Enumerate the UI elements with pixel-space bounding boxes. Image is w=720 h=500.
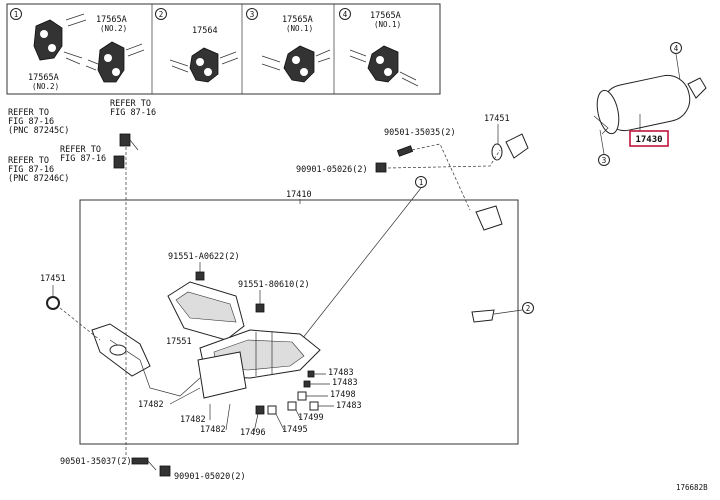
exhaust-manifold-flange [91,323,201,397]
inset-panel-3: 3 17565A (NO.1) [246,8,331,83]
refer-1-line3: (PNC 87245C) [8,126,69,136]
p17482b-label[interactable]: 17482 [180,415,206,425]
refer-3-line2: FIG 87-16 [60,154,106,164]
nut-bottom [159,465,171,477]
callout-2-circle [522,302,534,314]
inset-panel-2: 17565A (NO.2) 2 17564 [85,8,239,83]
oxygen-sensor-upper [69,123,139,151]
panel-3-number-circle [246,8,258,20]
refer-4-line1: REFER TO [8,156,49,166]
refer-2-line1: REFER TO [110,99,151,109]
bolt-a [195,271,205,281]
oxygen-sensor-lower [79,155,125,177]
nut-bottom-label[interactable]: 90901-05020(2) [174,472,246,482]
hanger-rubber-icon [97,41,125,83]
bolt-bottom [131,457,149,465]
refer-2-line2: FIG 87-16 [110,108,156,118]
panel-3-part-label: 17565A [282,15,313,25]
gasket-top-label[interactable]: 17451 [484,114,510,124]
gasket-left [46,296,60,310]
panel-4-part-label: 17565A [370,11,401,21]
heat-shield-upper [167,281,245,341]
p17482a-label[interactable]: 17482 [138,400,164,410]
bolt-b [255,303,265,313]
nut-top-label[interactable]: 90901-05026(2) [296,165,368,175]
inset-panel-1: 1 17565A (NO.2) [10,8,87,91]
callout-1-circle [415,176,427,188]
panel-2-part-a-sub: (NO.2) [100,24,127,33]
hanger-rubber-icon [283,45,315,83]
panel-4-number: 4 [343,10,348,19]
p17482c-label[interactable]: 17482 [200,425,226,435]
p17496-label[interactable]: 17496 [240,428,266,438]
refer-note-2[interactable]: REFER TO FIG 87-16 [110,99,156,118]
callout-1: 1 [419,178,424,187]
panel-1-part-label: 17565A [28,73,59,83]
p17483c-label[interactable]: 17483 [336,401,362,411]
hanger-rubber-icon [189,47,219,83]
nut-top [375,162,387,173]
callout-3-circle [598,154,610,166]
refer-3-line1: REFER TO [60,145,101,155]
tail-pipe-muffler [518,74,707,136]
heat-shield-lower [197,351,247,399]
bolt-a-label[interactable]: 91551-A0622(2) [168,252,240,262]
muffler-label-box[interactable]: 17430 [629,130,669,147]
hanger-rubber-icon [367,45,399,83]
callout-2: 2 [526,304,531,313]
assembly-outline [79,199,519,445]
exhaust-pipe-main [299,205,503,345]
refer-1-line2: FIG 87-16 [8,117,54,127]
panel-4-number-circle [339,8,351,20]
panel-1-number-circle [10,8,22,20]
panel-2-part-b-label: 17564 [192,26,218,36]
refer-1-line1: REFER TO [8,108,49,118]
refer-note-3[interactable]: REFER TO FIG 87-16 [60,145,106,164]
inset-panel-4: 4 17565A (NO.1) [339,8,419,87]
refer-4-line3: (PNC 87246C) [8,174,69,184]
p17483a-label[interactable]: 17483 [328,368,354,378]
gasket-left-label[interactable]: 17451 [40,274,66,284]
panel-2-number-circle [155,8,167,20]
converter-label[interactable]: 17551 [166,337,192,347]
panel-2-number: 2 [159,10,164,19]
p17498-label[interactable]: 17498 [330,390,356,400]
p17499-label[interactable]: 17499 [298,413,324,423]
panel-2-part-a-label: 17565A [96,15,127,25]
bolt-bottom-label[interactable]: 90501-35037(2) [60,457,132,467]
clamp-cluster [255,370,319,415]
figure-id: 176682B [676,483,708,492]
panel-1-number: 1 [14,10,19,19]
p17495-label[interactable]: 17495 [282,425,308,435]
panel-1-part-sub: (NO.2) [32,82,59,91]
flange-top [491,133,529,161]
callout-4-circle [670,42,682,54]
callout-3: 3 [602,156,607,165]
bolt-top [396,145,414,157]
hanger-rubber-icon [33,19,63,61]
bolt-top-label[interactable]: 90501-35035(2) [384,128,456,138]
assembly-label[interactable]: 17410 [286,190,312,200]
bolt-b-label[interactable]: 91551-80610(2) [238,280,310,290]
refer-note-4[interactable]: REFER TO FIG 87-16 (PNC 87246C) [8,156,69,184]
panel-3-number: 3 [250,10,255,19]
refer-note-1[interactable]: REFER TO FIG 87-16 (PNC 87245C) [8,108,69,136]
panel-4-part-sub: (NO.1) [374,20,401,29]
refer-4-line2: FIG 87-16 [8,165,54,175]
inset-panel: 1 17565A (NO.2) 17565A (NO.2) 2 17564 [6,3,441,95]
muffler-part-number: 17430 [635,135,662,145]
p17483b-label[interactable]: 17483 [332,378,358,388]
panel-3-part-sub: (NO.1) [286,24,313,33]
callout-4: 4 [674,44,679,53]
